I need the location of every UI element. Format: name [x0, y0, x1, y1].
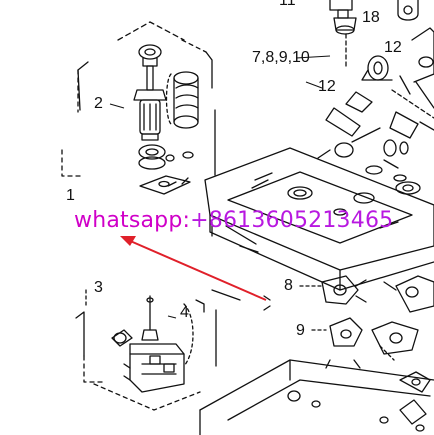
- callout-12-top: 12: [384, 39, 402, 56]
- callout-9: 9: [296, 322, 305, 339]
- callout-3: 3: [94, 279, 103, 296]
- whatsapp-watermark: whatsapp:+8613605213465: [74, 208, 393, 233]
- guide-lines: [211, 179, 269, 301]
- callout-2: 2: [94, 95, 103, 112]
- nut-washer-stack: [138, 144, 194, 195]
- watermark-number: +8613605213465: [190, 208, 394, 233]
- leader-4: [167, 315, 177, 319]
- mounting-plate: [204, 147, 434, 291]
- leader-7-8-9-10: [295, 55, 331, 59]
- leader-12-mid: [305, 81, 323, 89]
- lower-right-base: [199, 275, 434, 435]
- lower-left-assembly: [75, 289, 217, 411]
- callout-8: 8: [284, 277, 293, 294]
- knob-plunger-part: [133, 44, 167, 141]
- callout-1: 1: [66, 187, 75, 204]
- top-right-valve-parts: [317, 0, 434, 182]
- cylinder-spring-part: [165, 71, 199, 129]
- callout-11: 11: [279, 0, 296, 9]
- red-pointer-arrow: [120, 236, 267, 301]
- upper-left-assembly-frame: [61, 21, 216, 177]
- callout-7-8-9-10: 7,8,9,10: [252, 49, 310, 66]
- leader-2: [109, 103, 125, 109]
- watermark-prefix: whatsapp:: [74, 208, 191, 233]
- callout-18: 18: [362, 9, 380, 26]
- callout-12-mid: 12: [318, 78, 336, 95]
- callout-4: 4: [180, 304, 189, 321]
